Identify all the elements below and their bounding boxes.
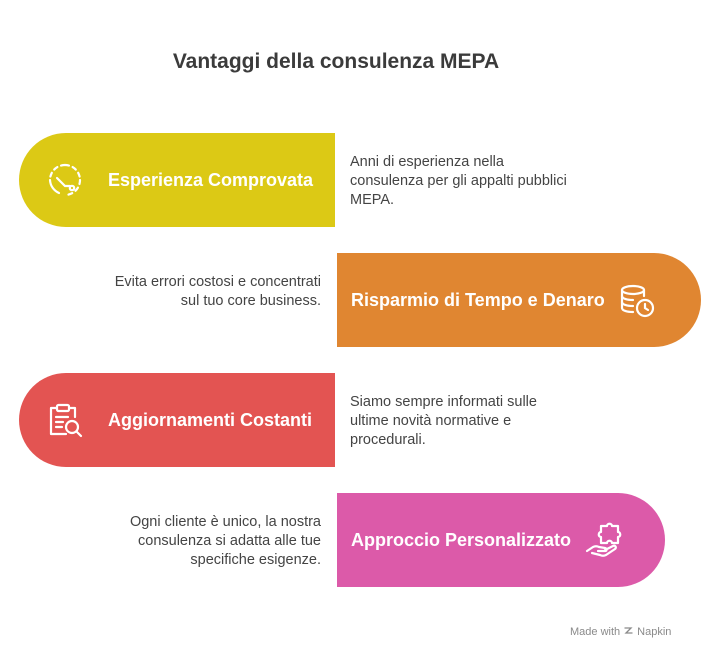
pill-esperienza-comprovata: Esperienza Comprovata [19, 133, 335, 227]
pill-aggiornamenti-costanti: Aggiornamenti Costanti [19, 373, 335, 467]
item-label: Aggiornamenti Costanti [108, 409, 313, 430]
footer-brand: Napkin [637, 626, 672, 638]
item-description: Evita errori costosi e concentrati sul t… [114, 274, 321, 309]
item-label: Risparmio di Tempo e Denaro [351, 289, 605, 310]
pill-approccio-personalizzato: Approccio Personalizzato [337, 493, 665, 587]
clipboard-search-icon [45, 400, 85, 440]
item-description: Siamo sempre informati sulle ultime novi… [350, 394, 537, 448]
diagram-title: Vantaggi della consulenza MEPA [172, 50, 500, 73]
clock-rotate-icon [45, 160, 85, 200]
footer-credit[interactable]: Made with Napkin [570, 625, 671, 639]
coins-clock-icon [617, 280, 657, 320]
item-description: Anni di esperienza nella consulenza per … [350, 154, 567, 208]
hand-puzzle-icon [583, 520, 623, 560]
item-label: Esperienza Comprovata [108, 169, 314, 190]
pill-risparmio-tempo-denaro: Risparmio di Tempo e Denaro [337, 253, 701, 347]
napkin-logo-icon [623, 625, 634, 639]
footer-made-with: Made with [570, 626, 621, 638]
item-label: Approccio Personalizzato [351, 529, 572, 550]
item-description: Ogni cliente è unico, la nostra consulen… [129, 514, 321, 568]
